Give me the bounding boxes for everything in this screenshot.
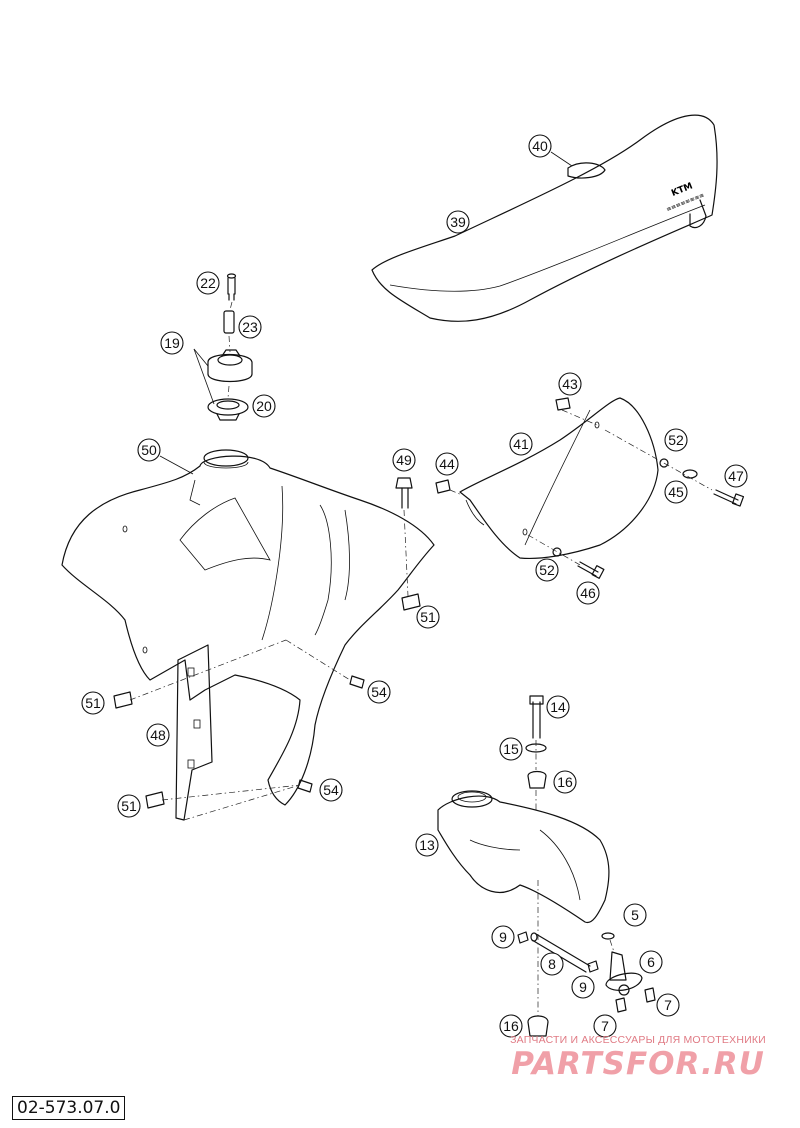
watermark-tagline: ЗАПЧАСТИ И АКСЕССУАРЫ ДЛЯ МОТОТЕХНИКИ: [510, 1034, 766, 1046]
svg-text:16: 16: [503, 1018, 519, 1034]
callout-43: 43: [558, 372, 582, 396]
callout-45: 45: [664, 480, 688, 504]
callout-9-left: 9: [491, 925, 515, 949]
callout-22: 22: [196, 271, 220, 295]
svg-text:50: 50: [141, 442, 157, 458]
callout-13: 13: [415, 833, 439, 857]
leader-lines: [159, 151, 573, 475]
svg-text:48: 48: [150, 727, 166, 743]
callout-41: 41: [509, 432, 533, 456]
spoiler-set-part: [61, 449, 435, 806]
svg-text:7: 7: [601, 1018, 609, 1034]
fuel-tank-part: [437, 790, 610, 924]
fasteners: [113, 477, 421, 809]
svg-text:39: 39: [450, 214, 466, 230]
callout-51-right: 51: [416, 605, 440, 629]
callout-39: 39: [446, 210, 470, 234]
fuel-tap-assembly: [517, 931, 656, 1013]
svg-text:7: 7: [664, 997, 672, 1013]
diagram-code: 02-573.07.0: [12, 1096, 126, 1120]
svg-text:51: 51: [85, 695, 101, 711]
svg-text:47: 47: [728, 468, 744, 484]
svg-text:54: 54: [323, 782, 339, 798]
svg-text:51: 51: [121, 798, 137, 814]
svg-text:22: 22: [200, 275, 216, 291]
svg-text:8: 8: [548, 956, 556, 972]
callout-47: 47: [724, 464, 748, 488]
svg-text:54: 54: [371, 684, 387, 700]
svg-text:19: 19: [164, 335, 180, 351]
callout-44: 44: [435, 452, 459, 476]
svg-text:9: 9: [499, 929, 507, 945]
svg-text:13: 13: [419, 837, 435, 853]
callout-20: 20: [252, 394, 276, 418]
tank-mount-hardware: [525, 695, 549, 1037]
callout-51-lower: 51: [117, 794, 141, 818]
side-cover-part: [435, 397, 745, 579]
callout-40: 40: [528, 134, 552, 158]
callout-52: 52: [664, 428, 688, 452]
callout-23: 23: [238, 315, 262, 339]
callout-54-upper: 54: [367, 680, 391, 704]
callout-54-lower: 54: [319, 778, 343, 802]
watermark-brand: PARTSFOR.RU: [511, 1046, 765, 1082]
callout-52-lower: 52: [535, 558, 559, 582]
svg-text:51: 51: [420, 609, 436, 625]
svg-text:41: 41: [513, 436, 529, 452]
svg-text:5: 5: [631, 907, 639, 923]
callout-51-left: 51: [81, 691, 105, 715]
svg-text:16: 16: [557, 774, 573, 790]
svg-text:49: 49: [396, 452, 412, 468]
callout-7-lower: 7: [593, 1014, 617, 1038]
callout-48: 48: [146, 723, 170, 747]
svg-text:20: 20: [256, 398, 272, 414]
svg-text:6: 6: [647, 954, 655, 970]
callout-49: 49: [392, 448, 416, 472]
svg-text:52: 52: [668, 432, 684, 448]
callout-15: 15: [499, 737, 523, 761]
bracket-panel-part: [175, 644, 213, 821]
callout-6: 6: [639, 950, 663, 974]
svg-text:44: 44: [439, 456, 455, 472]
svg-text:46: 46: [580, 585, 596, 601]
callout-46: 46: [576, 581, 600, 605]
callout-8: 8: [540, 952, 564, 976]
callout-16-upper: 16: [553, 770, 577, 794]
callout-5: 5: [623, 903, 647, 927]
assembly-lines: [129, 301, 713, 1016]
callout-9-right: 9: [571, 975, 595, 999]
svg-text:15: 15: [503, 741, 519, 757]
svg-text:52: 52: [539, 562, 555, 578]
filler-cap-assembly: [207, 273, 253, 421]
svg-text:23: 23: [242, 319, 258, 335]
svg-text:43: 43: [562, 376, 578, 392]
callout-50: 50: [137, 438, 161, 462]
svg-text:9: 9: [579, 979, 587, 995]
callout-16-lower: 16: [499, 1014, 523, 1038]
svg-text:40: 40: [532, 138, 548, 154]
svg-text:45: 45: [668, 484, 684, 500]
callout-7-right: 7: [656, 993, 680, 1017]
callout-14: 14: [546, 695, 570, 719]
callout-19: 19: [160, 331, 184, 355]
svg-text:14: 14: [550, 699, 566, 715]
